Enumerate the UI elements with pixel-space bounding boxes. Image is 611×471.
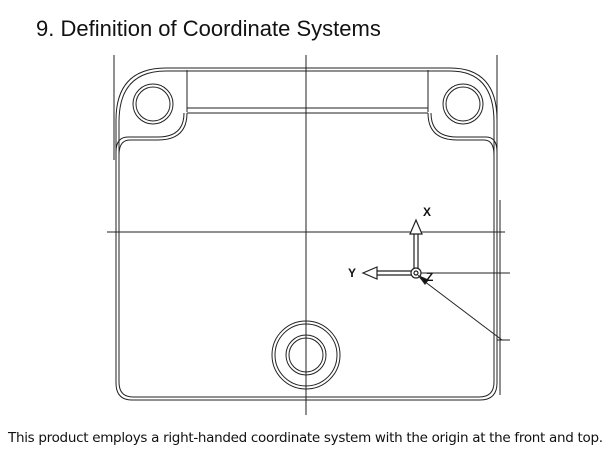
coordinate-axes [361,218,429,285]
caption-text: This product employs a right-handed coor… [8,430,603,446]
y-axis-arrow [361,266,411,280]
x-axis-label: X [423,205,431,219]
section-heading: 9. Definition of Coordinate Systems [36,16,381,41]
center-lines [107,55,510,415]
z-axis-label: Z [426,270,433,284]
x-axis-arrow [409,218,423,268]
z-axis-arrow [417,274,429,285]
y-axis-label: Y [348,266,356,280]
part-outline [115,67,498,401]
